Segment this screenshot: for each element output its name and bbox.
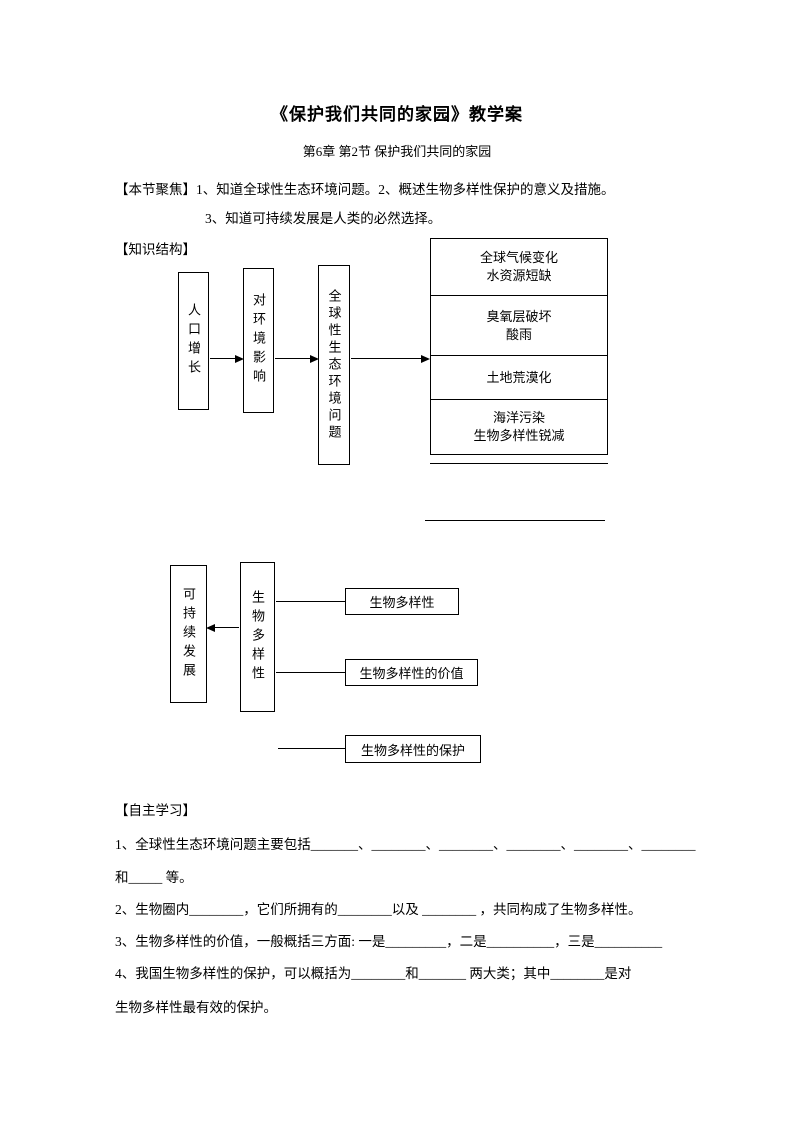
flowchart-environment-impact-box: 对环境影响: [243, 268, 274, 413]
issue-text: 海洋污染: [492, 410, 545, 425]
environment-impact-box-label: 对环境影响: [251, 293, 266, 388]
connector-line: [276, 601, 345, 602]
sustainable-box-label: 可持续发展: [181, 586, 196, 682]
issue-text: 生物多样性锐减: [473, 428, 565, 443]
connector-line: [278, 748, 345, 749]
arrow-right-icon: [210, 354, 244, 363]
knowledge-structure-heading: 【知识结构】: [115, 242, 196, 257]
focus-line-2: 3、知道可持续发展是人类的必然选择。: [205, 211, 442, 226]
question-2: 2、生物圈内________，它们所拥有的________以及 ________…: [115, 902, 642, 917]
focus-text-1: 1、知道全球性生态环境问题。2、概述生物多样性保护的意义及措施。: [196, 182, 615, 197]
flowchart-sustainable-box: 可持续发展: [170, 565, 207, 703]
issue-text: 土地荒漠化: [486, 369, 552, 385]
branch-box-biodiversity: 生物多样性: [345, 588, 459, 615]
question-1-line-1: 1、全球性生态环境问题主要包括_______、________、________…: [115, 837, 696, 852]
flowchart-biodiversity-box: 生物多样性: [240, 562, 275, 712]
issue-row: 海洋污染 生物多样性锐减: [431, 400, 607, 454]
focus-heading: 【本节聚焦】: [115, 182, 196, 197]
branch-box-biodiversity-label: 生物多样性: [369, 595, 435, 610]
population-box-label: 人口增长: [186, 303, 201, 379]
focus-line-1: 【本节聚焦】1、知道全球性生态环境问题。2、概述生物多样性保护的意义及措施。: [115, 178, 615, 198]
issues-list-box: 全球气候变化 水资源短缺 臭氧层破坏 酸雨 土地荒漠化 海洋污染 生物多样性锐减: [430, 238, 608, 455]
branch-box-protection-label: 生物多样性的保护: [360, 742, 465, 758]
biodiversity-box-label: 生物多样性: [250, 589, 265, 685]
issue-text: 全球气候变化: [479, 250, 558, 265]
question-3: 3、生物多样性的价值，一般概括三方面: 一是_________，二是______…: [115, 934, 663, 949]
question-1-line-2: 和_____ 等。: [115, 870, 193, 885]
page-subtitle: 第6章 第2节 保护我们共同的家园: [302, 144, 492, 159]
flowchart-population-box: 人口增长: [178, 272, 209, 410]
branch-box-value-label: 生物多样性的价值: [359, 666, 464, 681]
selfstudy-heading: 【自主学习】: [115, 803, 196, 818]
issue-text: 水资源短缺: [486, 268, 552, 283]
issue-text: 酸雨: [505, 326, 532, 342]
issue-row: 臭氧层破坏 酸雨: [431, 296, 607, 356]
branch-box-value: 生物多样性的价值: [345, 659, 478, 686]
issue-row: 全球气候变化 水资源短缺: [431, 239, 607, 296]
issue-row: 土地荒漠化: [431, 356, 607, 400]
arrow-left-icon: [206, 623, 239, 632]
blank-line: [425, 520, 605, 521]
blank-line: [430, 463, 608, 464]
arrow-right-icon: [275, 354, 319, 363]
arrow-right-icon: [351, 354, 430, 363]
question-4-line-2: 生物多样性最有效的保护。: [115, 1000, 277, 1015]
issue-text: 臭氧层破坏: [486, 308, 552, 324]
question-4-line-1: 4、我国生物多样性的保护，可以概括为________和_______ 两大类；其…: [115, 966, 632, 981]
branch-box-protection: 生物多样性的保护: [345, 735, 481, 763]
global-issues-box-label: 全球性生态环境问题: [326, 288, 342, 442]
flowchart-global-issues-box: 全球性生态环境问题: [318, 265, 350, 465]
connector-line: [276, 672, 345, 673]
page-title: 《保护我们共同的家园》教学案: [271, 105, 523, 124]
